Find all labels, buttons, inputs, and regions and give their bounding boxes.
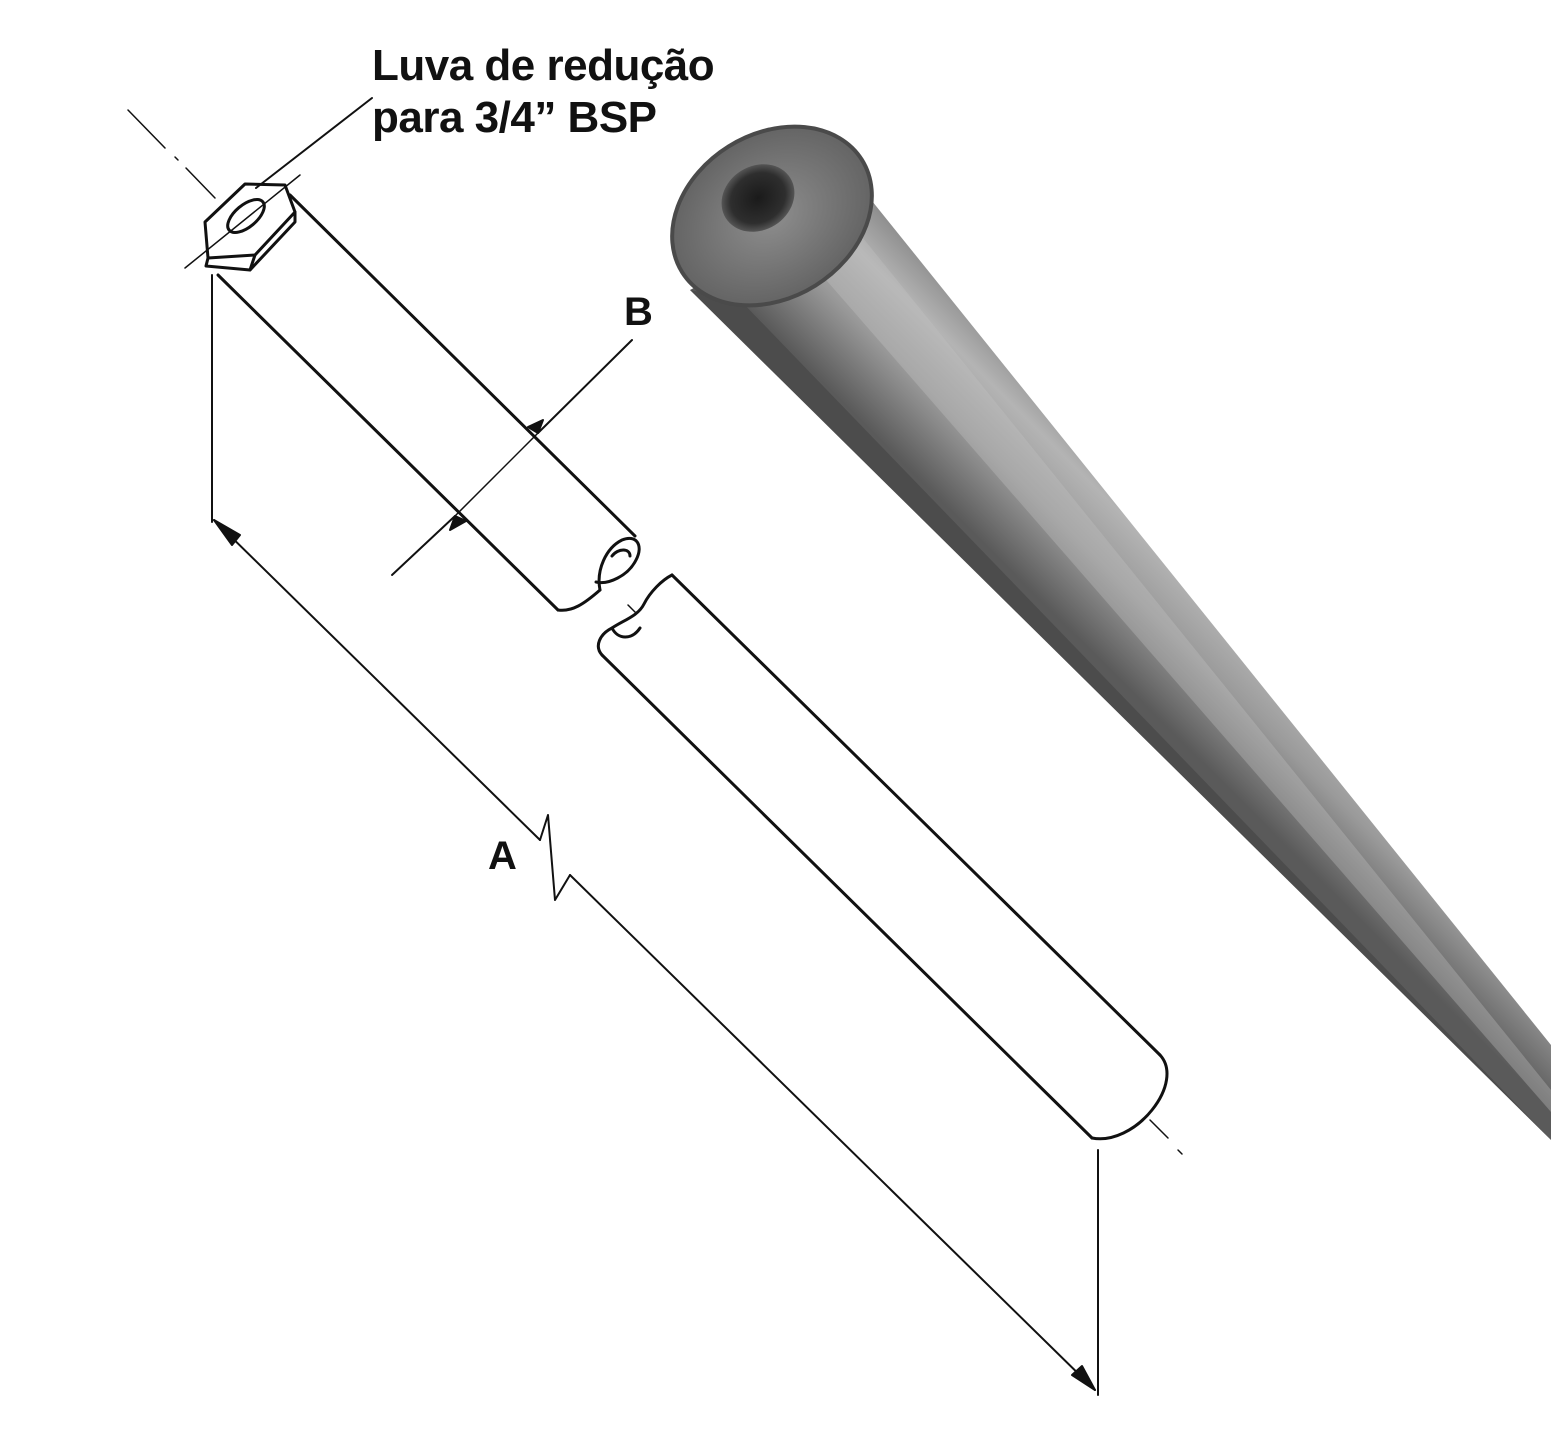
rod-lower-segment xyxy=(596,573,1169,1141)
anode-rod-highlight xyxy=(800,222,1551,1112)
dimension-a-label: A xyxy=(488,834,517,878)
anode-rod-body xyxy=(690,196,1551,1140)
anode-rod-photo xyxy=(670,124,1551,1140)
anode-rod-shadow xyxy=(690,290,1551,1140)
reduction-fitting-callout: Luva de redução para 3/4” BSP xyxy=(372,40,715,144)
dimension-b-label: B xyxy=(624,290,653,334)
anode-rod-threaded-hole xyxy=(721,164,795,232)
centerline xyxy=(127,109,1183,1155)
dimension-a xyxy=(211,274,1099,1396)
reduction-fitting-hex xyxy=(184,174,301,272)
callout-leader xyxy=(255,97,373,189)
callout-line-1: Luva de redução xyxy=(372,41,715,90)
callout-line-2: para 3/4” BSP xyxy=(372,93,657,142)
rod-upper-segment xyxy=(216,193,641,612)
dimension-b xyxy=(391,339,633,576)
